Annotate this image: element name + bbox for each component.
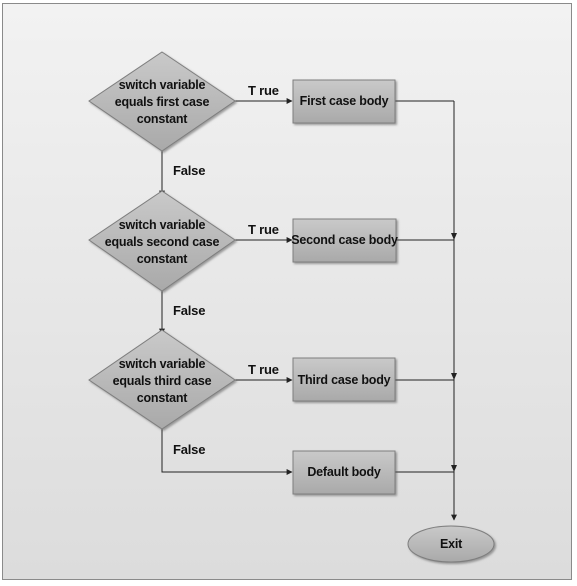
process-1: First case body xyxy=(292,79,396,124)
process-2: Second case body xyxy=(291,218,398,263)
join-arrow-1 xyxy=(451,233,457,240)
join-arrow-2 xyxy=(451,373,457,380)
decision-3-line-1: switch variable xyxy=(119,357,206,371)
process-3-label: Third case body xyxy=(298,373,391,387)
true-label-2: T rue xyxy=(248,222,279,237)
join-arrows xyxy=(451,233,457,472)
decision-1-line-2: equals first case xyxy=(115,95,210,109)
decision-3: switch variable equals third case consta… xyxy=(88,329,236,430)
process-4: Default body xyxy=(292,450,396,495)
decision-3-line-3: constant xyxy=(137,391,189,405)
decision-2-line-3: constant xyxy=(137,252,189,266)
process-3: Third case body xyxy=(292,357,396,402)
edge-labels: T rue T rue T rue False False False xyxy=(173,83,279,457)
decision-1: switch variable equals first case consta… xyxy=(88,51,236,152)
edges xyxy=(159,98,457,521)
process-1-label: First case body xyxy=(300,94,389,108)
decision-3-line-2: equals third case xyxy=(113,374,212,388)
true-label-3: T rue xyxy=(248,362,279,377)
decision-1-line-1: switch variable xyxy=(119,78,206,92)
exit-terminal: Exit xyxy=(407,525,495,563)
false-label-2: False xyxy=(173,303,205,318)
process-4-label: Default body xyxy=(307,465,381,479)
false-label-3: False xyxy=(173,442,205,457)
join-arrow-3 xyxy=(451,465,457,472)
edge-d3-default xyxy=(161,429,293,475)
true-label-1: T rue xyxy=(248,83,279,98)
process-2-label: Second case body xyxy=(291,233,398,247)
decision-1-line-3: constant xyxy=(137,112,189,126)
decision-2-line-2: equals second case xyxy=(105,235,220,249)
decision-2-line-1: switch variable xyxy=(119,218,206,232)
false-label-1: False xyxy=(173,163,205,178)
decision-2: switch variable equals second case const… xyxy=(88,190,236,292)
exit-label: Exit xyxy=(440,537,463,551)
